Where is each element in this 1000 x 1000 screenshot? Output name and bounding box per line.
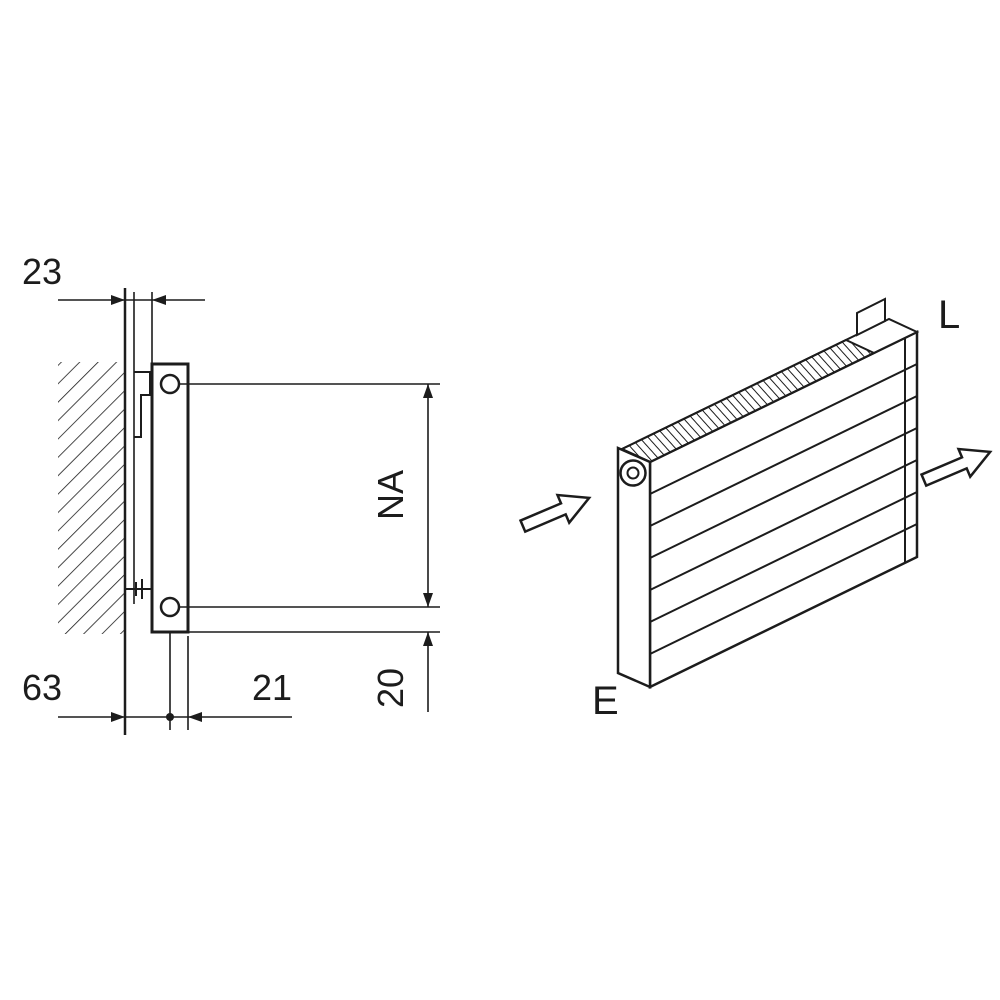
flow-arrows — [518, 447, 993, 534]
label-l: L — [938, 293, 960, 337]
arrowhead-up-icon — [423, 384, 433, 398]
mounting-bracket — [126, 292, 151, 604]
front-fin-grooves — [649, 363, 918, 655]
arrowhead-right-icon — [111, 295, 125, 305]
top-right-tab — [856, 297, 886, 337]
arrowhead-left-icon — [152, 295, 166, 305]
radiator-side-view — [150, 362, 190, 634]
label-e: E — [592, 679, 619, 723]
dimension-label-20: 20 — [370, 668, 411, 708]
radiator-isometric-view — [616, 297, 920, 689]
wall-hatching — [58, 362, 125, 634]
pipe-connection-plug — [626, 466, 640, 480]
dimension-na: NA — [179, 383, 440, 608]
dimension-label-63: 63 — [22, 667, 62, 708]
dimension-label-23: 23 — [22, 251, 62, 292]
arrowhead-up-icon — [423, 632, 433, 646]
radiator-panel-section — [150, 362, 190, 634]
dimension-63-21: 63 21 — [22, 667, 292, 722]
dimension-23: 23 — [22, 251, 205, 305]
dimension-20: 20 — [188, 631, 440, 712]
mounting-screw-icon — [126, 579, 151, 599]
left-end-cap — [616, 446, 652, 689]
pipe-connection-boss — [619, 459, 647, 487]
dimension-label-na: NA — [370, 470, 411, 520]
arrowhead-down-icon — [423, 593, 433, 607]
dimension-label-21: 21 — [252, 667, 292, 708]
flow-arrow-outlet-icon — [919, 447, 993, 488]
bracket-hook — [134, 371, 151, 438]
flow-arrow-inlet-icon — [518, 493, 592, 534]
arrowhead-left-icon — [188, 712, 202, 722]
wall-section — [58, 288, 127, 735]
arrowhead-right-icon — [111, 712, 125, 722]
centerline-dot — [166, 713, 174, 721]
